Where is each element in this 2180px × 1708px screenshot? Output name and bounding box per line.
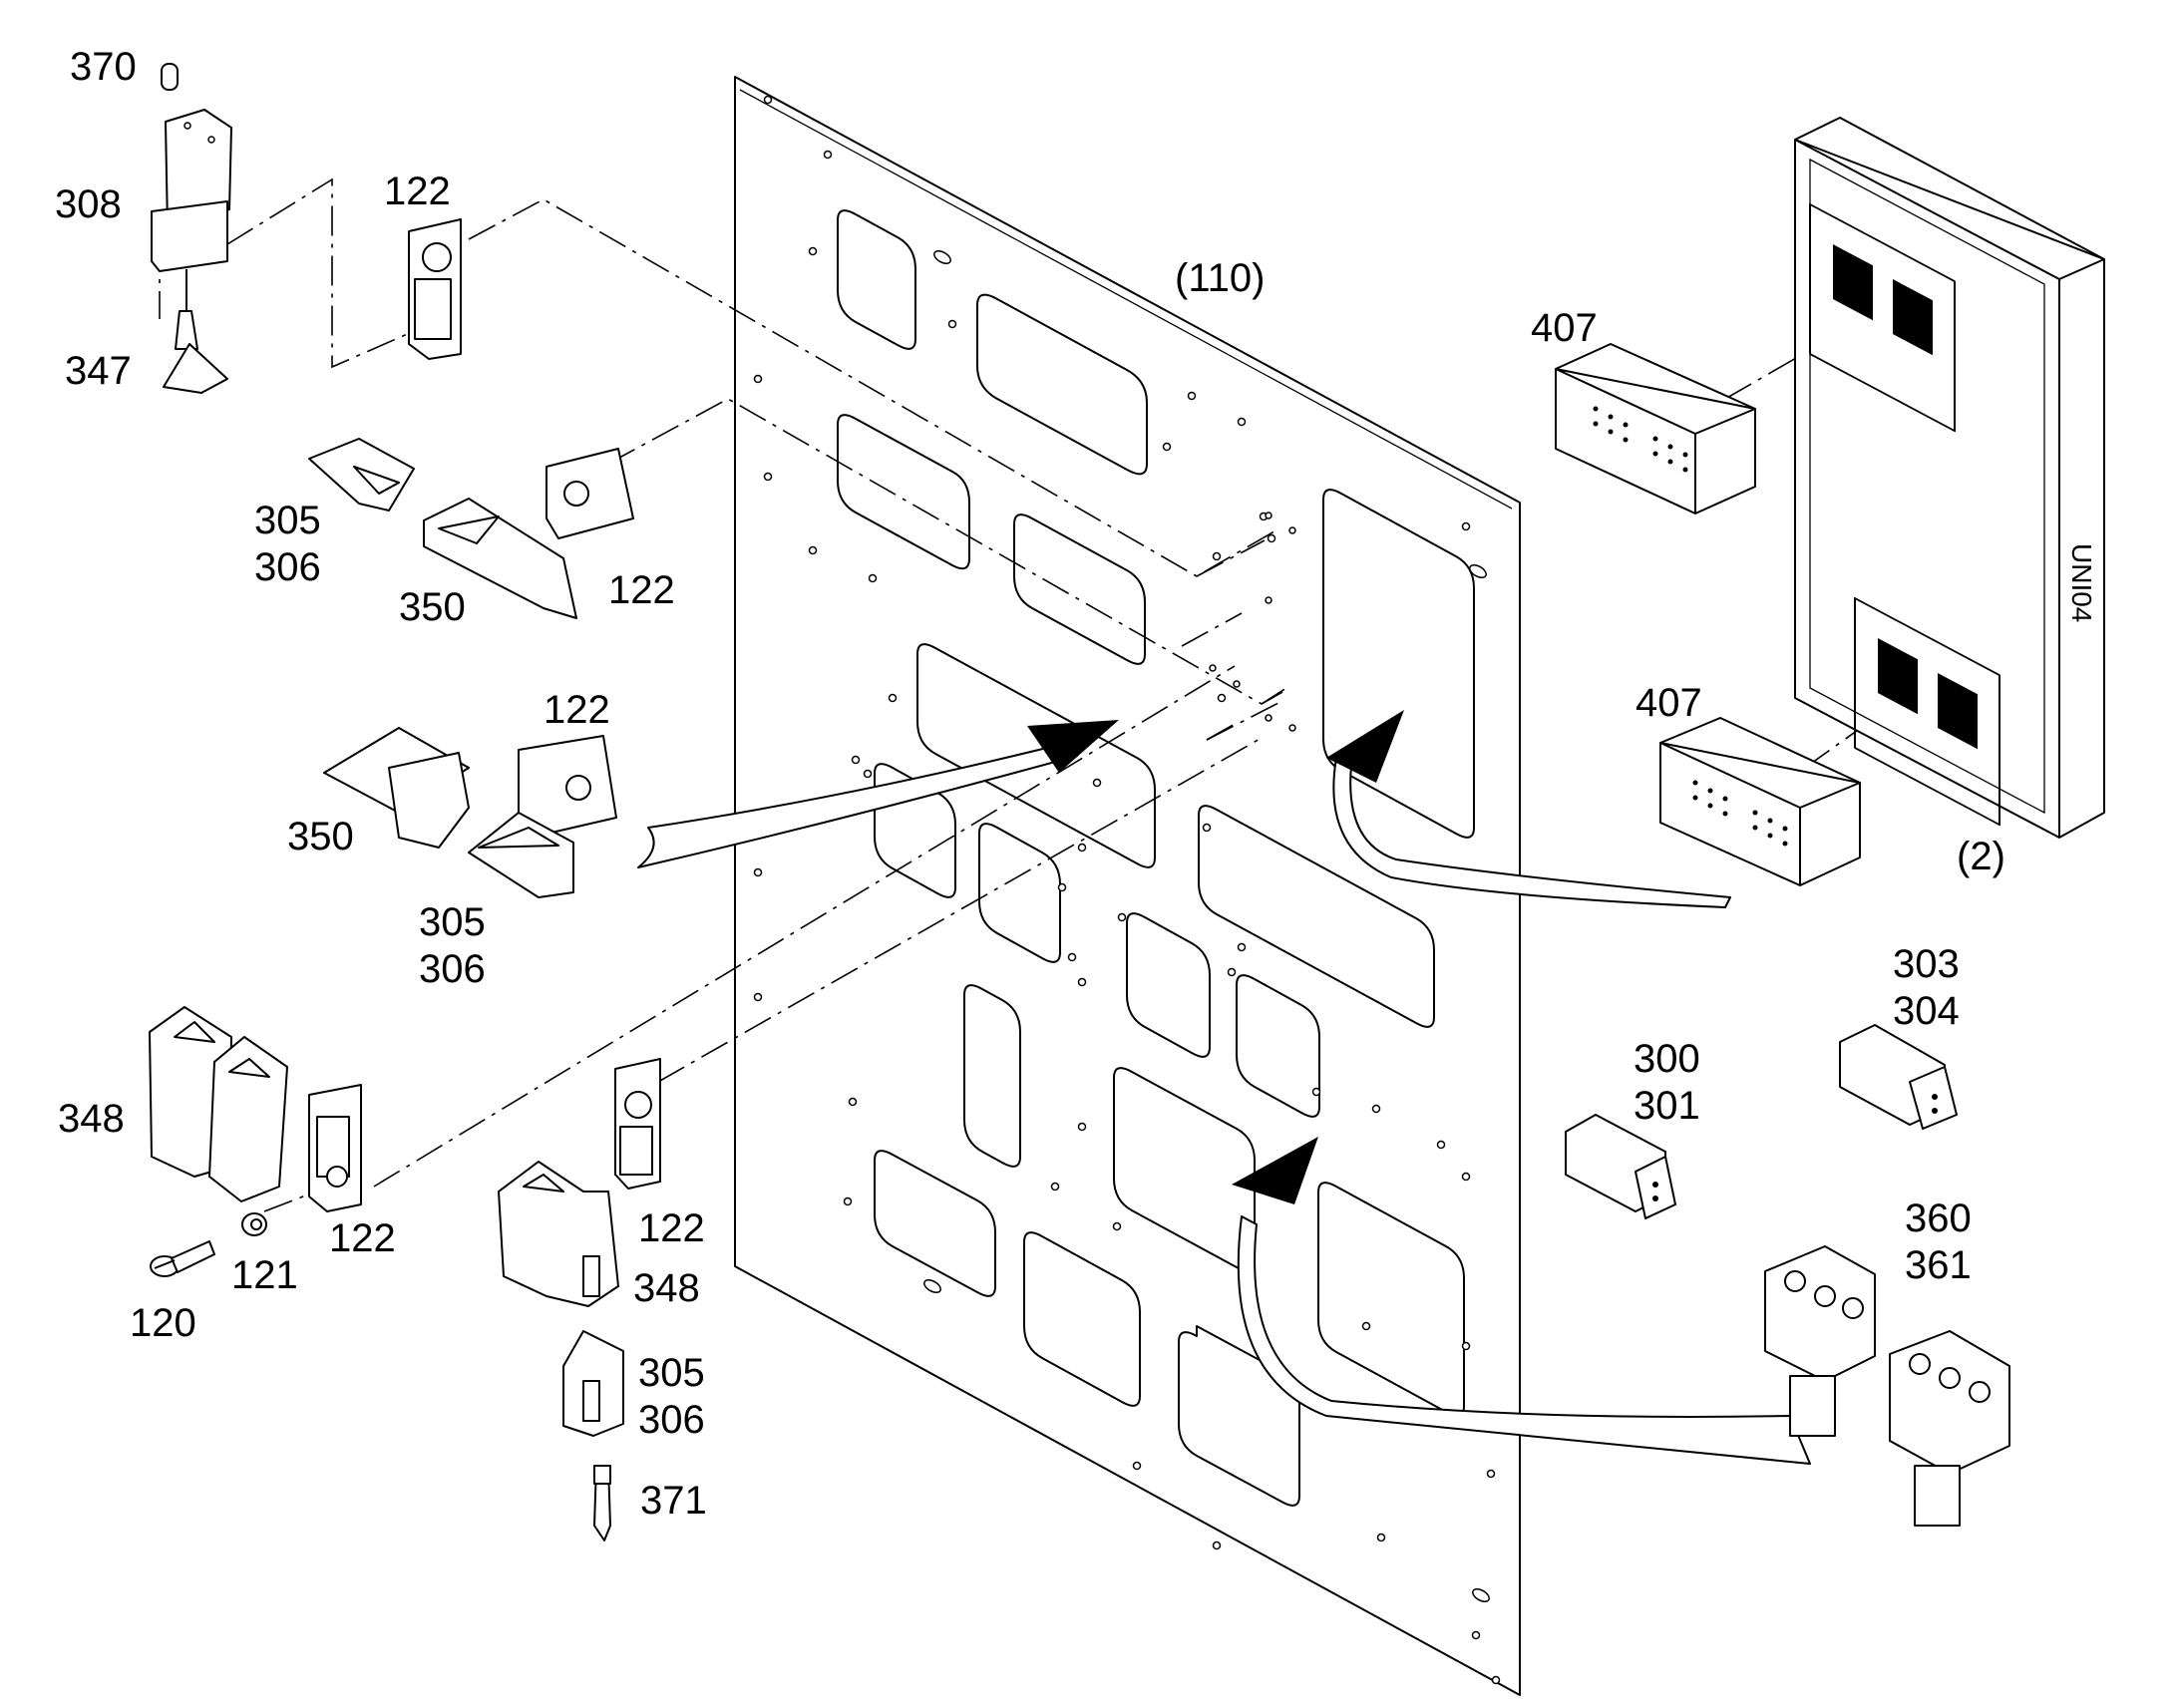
label-121: 121 bbox=[231, 1253, 298, 1297]
part-121-washer bbox=[241, 1212, 267, 1236]
part-308-housing bbox=[151, 109, 232, 272]
control-module: UNI04 bbox=[1794, 117, 2105, 839]
arrow-head-1 bbox=[1027, 720, 1119, 773]
part-360-361-plug-b bbox=[1889, 1330, 2010, 1527]
part-122-bracket-b bbox=[545, 448, 634, 539]
part-122-bracket-e bbox=[614, 1058, 661, 1190]
label-300: 300 bbox=[1634, 1037, 1700, 1081]
part-370-pin bbox=[161, 63, 179, 91]
panel-holes bbox=[753, 95, 1501, 1685]
label-301: 301 bbox=[1634, 1084, 1700, 1128]
label-350-a: 350 bbox=[399, 585, 466, 629]
part-350-cover-a bbox=[423, 498, 577, 619]
flow-arrows bbox=[637, 710, 1811, 1465]
callout-labels: 370 308 347 122 305 306 350 122 122 350 … bbox=[55, 45, 2005, 1523]
label-122-a: 122 bbox=[384, 170, 451, 213]
label-371: 371 bbox=[640, 1479, 707, 1523]
label-306-c: 306 bbox=[638, 1398, 705, 1442]
part-303-304-connector bbox=[1839, 1024, 1958, 1130]
label-306-b: 306 bbox=[419, 947, 486, 991]
part-407-connector-a bbox=[1555, 343, 1756, 514]
panel-cutouts bbox=[837, 209, 1475, 1507]
part-305-306-latch-a bbox=[308, 438, 415, 512]
part-371-pin bbox=[593, 1465, 611, 1541]
module-connector-top bbox=[1809, 202, 1956, 433]
module-connector-bottom bbox=[1854, 596, 2000, 827]
label-305-c: 305 bbox=[638, 1351, 705, 1395]
mounting-panel bbox=[734, 76, 1521, 1696]
label-348-b: 348 bbox=[633, 1266, 700, 1310]
part-120-screw bbox=[150, 1240, 215, 1277]
label-306-a: 306 bbox=[254, 545, 321, 589]
label-348-a: 348 bbox=[58, 1097, 125, 1141]
label-304: 304 bbox=[1893, 989, 1960, 1033]
label-360: 360 bbox=[1905, 1196, 1972, 1240]
label-122-d: 122 bbox=[329, 1216, 396, 1260]
part-348-housing-b bbox=[498, 1161, 619, 1307]
part-122-bracket-c bbox=[518, 735, 617, 837]
part-305-306-latch-b bbox=[468, 812, 574, 898]
part-350-cover-b bbox=[323, 727, 470, 849]
part-348-housing-a bbox=[149, 1006, 288, 1202]
label-module-2: (2) bbox=[1957, 835, 2005, 878]
label-305-a: 305 bbox=[254, 499, 321, 542]
label-303: 303 bbox=[1893, 942, 1960, 986]
part-122-bracket-d bbox=[308, 1084, 362, 1212]
pin-grid-a bbox=[1593, 406, 1688, 473]
part-300-301-connector bbox=[1565, 1114, 1676, 1219]
label-305-b: 305 bbox=[419, 900, 486, 944]
label-122-c: 122 bbox=[544, 688, 610, 732]
part-305-306-latch-c bbox=[562, 1330, 624, 1437]
label-350-b: 350 bbox=[287, 815, 354, 858]
part-407-connector-b bbox=[1659, 717, 1861, 886]
label-361: 361 bbox=[1905, 1243, 1972, 1287]
label-panel-110: (110) bbox=[1175, 256, 1265, 300]
label-407-b: 407 bbox=[1635, 681, 1702, 725]
label-122-b: 122 bbox=[608, 568, 675, 612]
label-120: 120 bbox=[130, 1301, 196, 1345]
label-122-e: 122 bbox=[638, 1206, 705, 1250]
part-347-contact bbox=[163, 269, 228, 394]
label-407-a: 407 bbox=[1531, 306, 1598, 350]
module-marking: UNI04 bbox=[2066, 543, 2097, 622]
part-360-361-plug-a bbox=[1764, 1245, 1876, 1437]
arrow-head-2 bbox=[1326, 710, 1404, 783]
label-308: 308 bbox=[55, 182, 122, 226]
leader-lines bbox=[159, 177, 1876, 1212]
label-370: 370 bbox=[70, 45, 137, 89]
label-347: 347 bbox=[65, 349, 132, 393]
pin-grid-b bbox=[1692, 780, 1788, 847]
arrow-head-3 bbox=[1232, 1137, 1318, 1204]
part-122-bracket-a bbox=[408, 218, 462, 360]
